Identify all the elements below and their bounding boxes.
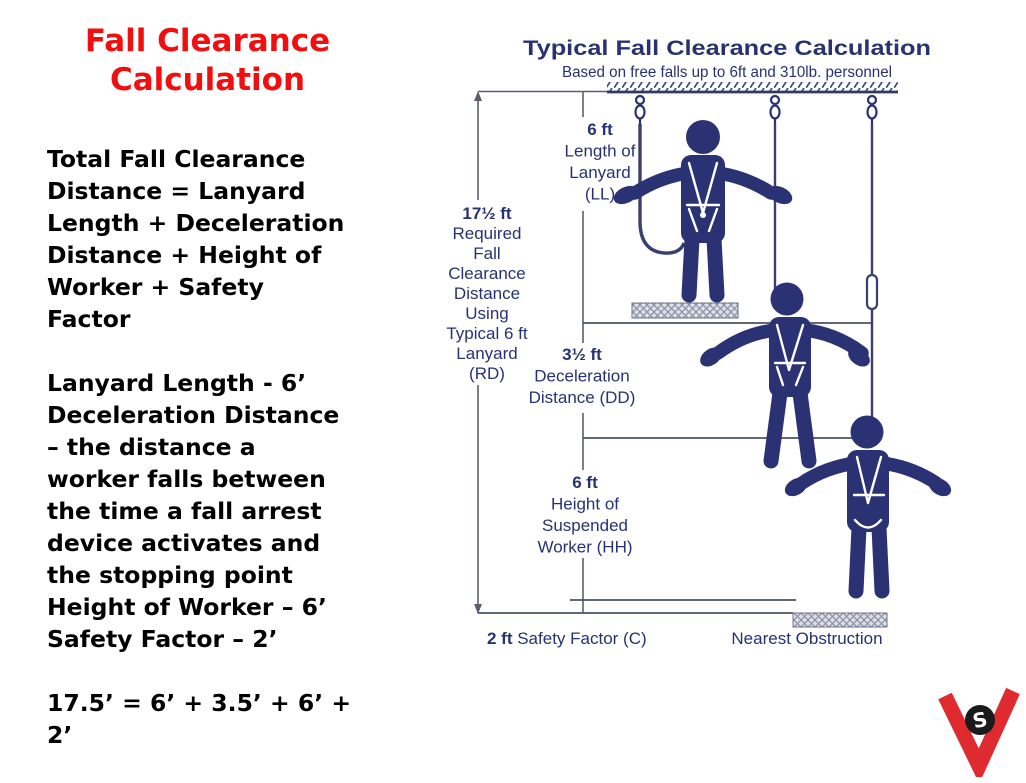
torso <box>681 155 725 243</box>
anchor-hook-icon <box>769 94 781 124</box>
lifeline-with-absorber <box>865 124 879 435</box>
arrow-up-icon <box>474 91 482 101</box>
work-platform <box>631 302 739 319</box>
safety-harness <box>852 455 886 529</box>
diagram-subtitle: Based on free falls up to 6ft and 310lb.… <box>562 64 892 81</box>
energy-absorber <box>865 273 879 311</box>
fall-clearance-diagram: Typical Fall Clearance Calculation Based… <box>430 25 1026 675</box>
required-distance-dimension-line <box>474 91 482 614</box>
worker-standing-figure <box>613 120 793 303</box>
paragraph-definitions: Lanyard Length - 6’Deceleration Distance… <box>47 369 340 653</box>
safety-harness <box>685 161 721 233</box>
arrow-down-icon <box>474 604 482 614</box>
paragraph-calculation: 17.5’ = 6’ + 3.5’ + 6’ +2’ <box>47 689 352 749</box>
shield-v-shape <box>938 687 1020 783</box>
beam-hatching <box>607 82 898 91</box>
head <box>686 120 720 154</box>
head <box>770 282 804 316</box>
logo-letter: S <box>970 707 989 733</box>
diagram-title: Typical Fall Clearance Calculation <box>523 37 931 60</box>
head <box>850 415 884 449</box>
shield-logo-icon: S <box>938 687 1020 783</box>
worker-falling-figure <box>700 282 870 469</box>
diagram-svg: Typical Fall Clearance Calculation Based… <box>446 37 952 648</box>
anchor-hook-icon <box>866 94 878 124</box>
nearest-obstruction-bar <box>792 612 888 628</box>
safety-factor-label: 2 ft Safety Factor (C) <box>487 629 647 648</box>
safety-harness <box>773 323 807 387</box>
nearest-obstruction-label: Nearest Obstruction <box>731 629 882 648</box>
lanyard-rope <box>638 124 686 255</box>
torso <box>769 317 811 397</box>
logo-emblem <box>965 705 995 735</box>
anchor-hook-icon <box>634 94 646 124</box>
torso <box>847 450 889 532</box>
worker-suspended-figure <box>784 415 952 599</box>
company-logo: S <box>932 682 1024 783</box>
